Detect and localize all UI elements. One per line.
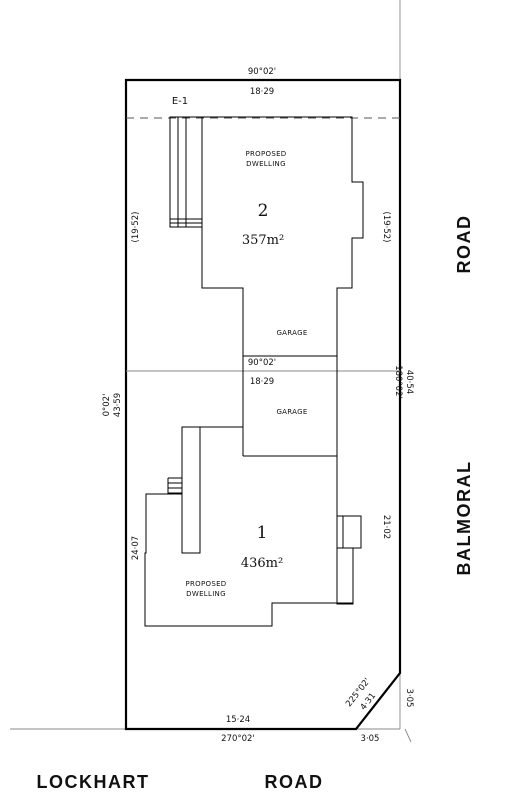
dwelling-1-wing — [181, 426, 201, 554]
bottom-length: 15·24 — [226, 715, 250, 725]
lot1-dwelling-label-line1: PROPOSED — [186, 580, 227, 588]
lot1-right-length: 21·02 — [381, 515, 391, 539]
right-length: 40·54 — [404, 370, 414, 394]
right-bearing: 180°02' — [393, 365, 403, 399]
bottom-bearing: 270°02' — [221, 734, 255, 744]
lot2-area: 357m² — [242, 233, 284, 248]
lot2-dwelling-label-line1: PROPOSED — [246, 150, 287, 158]
left-bearing: 0°02' — [102, 394, 112, 417]
lot1-dwelling-label-line2: DWELLING — [186, 590, 226, 598]
corner-ext-right — [404, 728, 412, 743]
lot2-dwelling-label-line2: DWELLING — [246, 160, 286, 168]
road-name-balmoral: BALMORAL — [454, 461, 474, 576]
left-length: 43·59 — [113, 393, 123, 417]
dwelling-1-outline — [144, 355, 354, 627]
dwelling-1-bay — [336, 515, 362, 549]
lot2-number: 2 — [258, 201, 269, 221]
lot1-left-length: 24·07 — [131, 536, 141, 560]
top-bearing: 90°02' — [248, 67, 276, 77]
dwelling-1-rear — [336, 547, 354, 605]
mid-bearing: 90°02' — [248, 358, 276, 368]
road-name-road-right: ROAD — [454, 215, 474, 274]
road-name-road-bottom: ROAD — [265, 772, 324, 792]
lot1-number: 1 — [257, 523, 268, 543]
lot2-left-length: (19·52) — [131, 212, 141, 243]
mid-length: 18·29 — [250, 377, 274, 387]
lot2-right-length: (19·52) — [381, 212, 391, 243]
site-boundary — [124, 78, 402, 731]
lot2-garage-label: GARAGE — [276, 329, 307, 337]
dwelling-2-outline — [201, 116, 364, 357]
top-length: 18·29 — [250, 87, 274, 97]
lot1-garage-label: GARAGE — [276, 408, 307, 416]
lot1-area: 436m² — [241, 556, 283, 571]
corner-side-bottom: 3·05 — [361, 734, 380, 744]
easement-label: E-1 — [172, 96, 188, 107]
road-name-lockhart: LOCKHART — [37, 772, 150, 792]
corner-side-right: 3·05 — [404, 689, 414, 708]
